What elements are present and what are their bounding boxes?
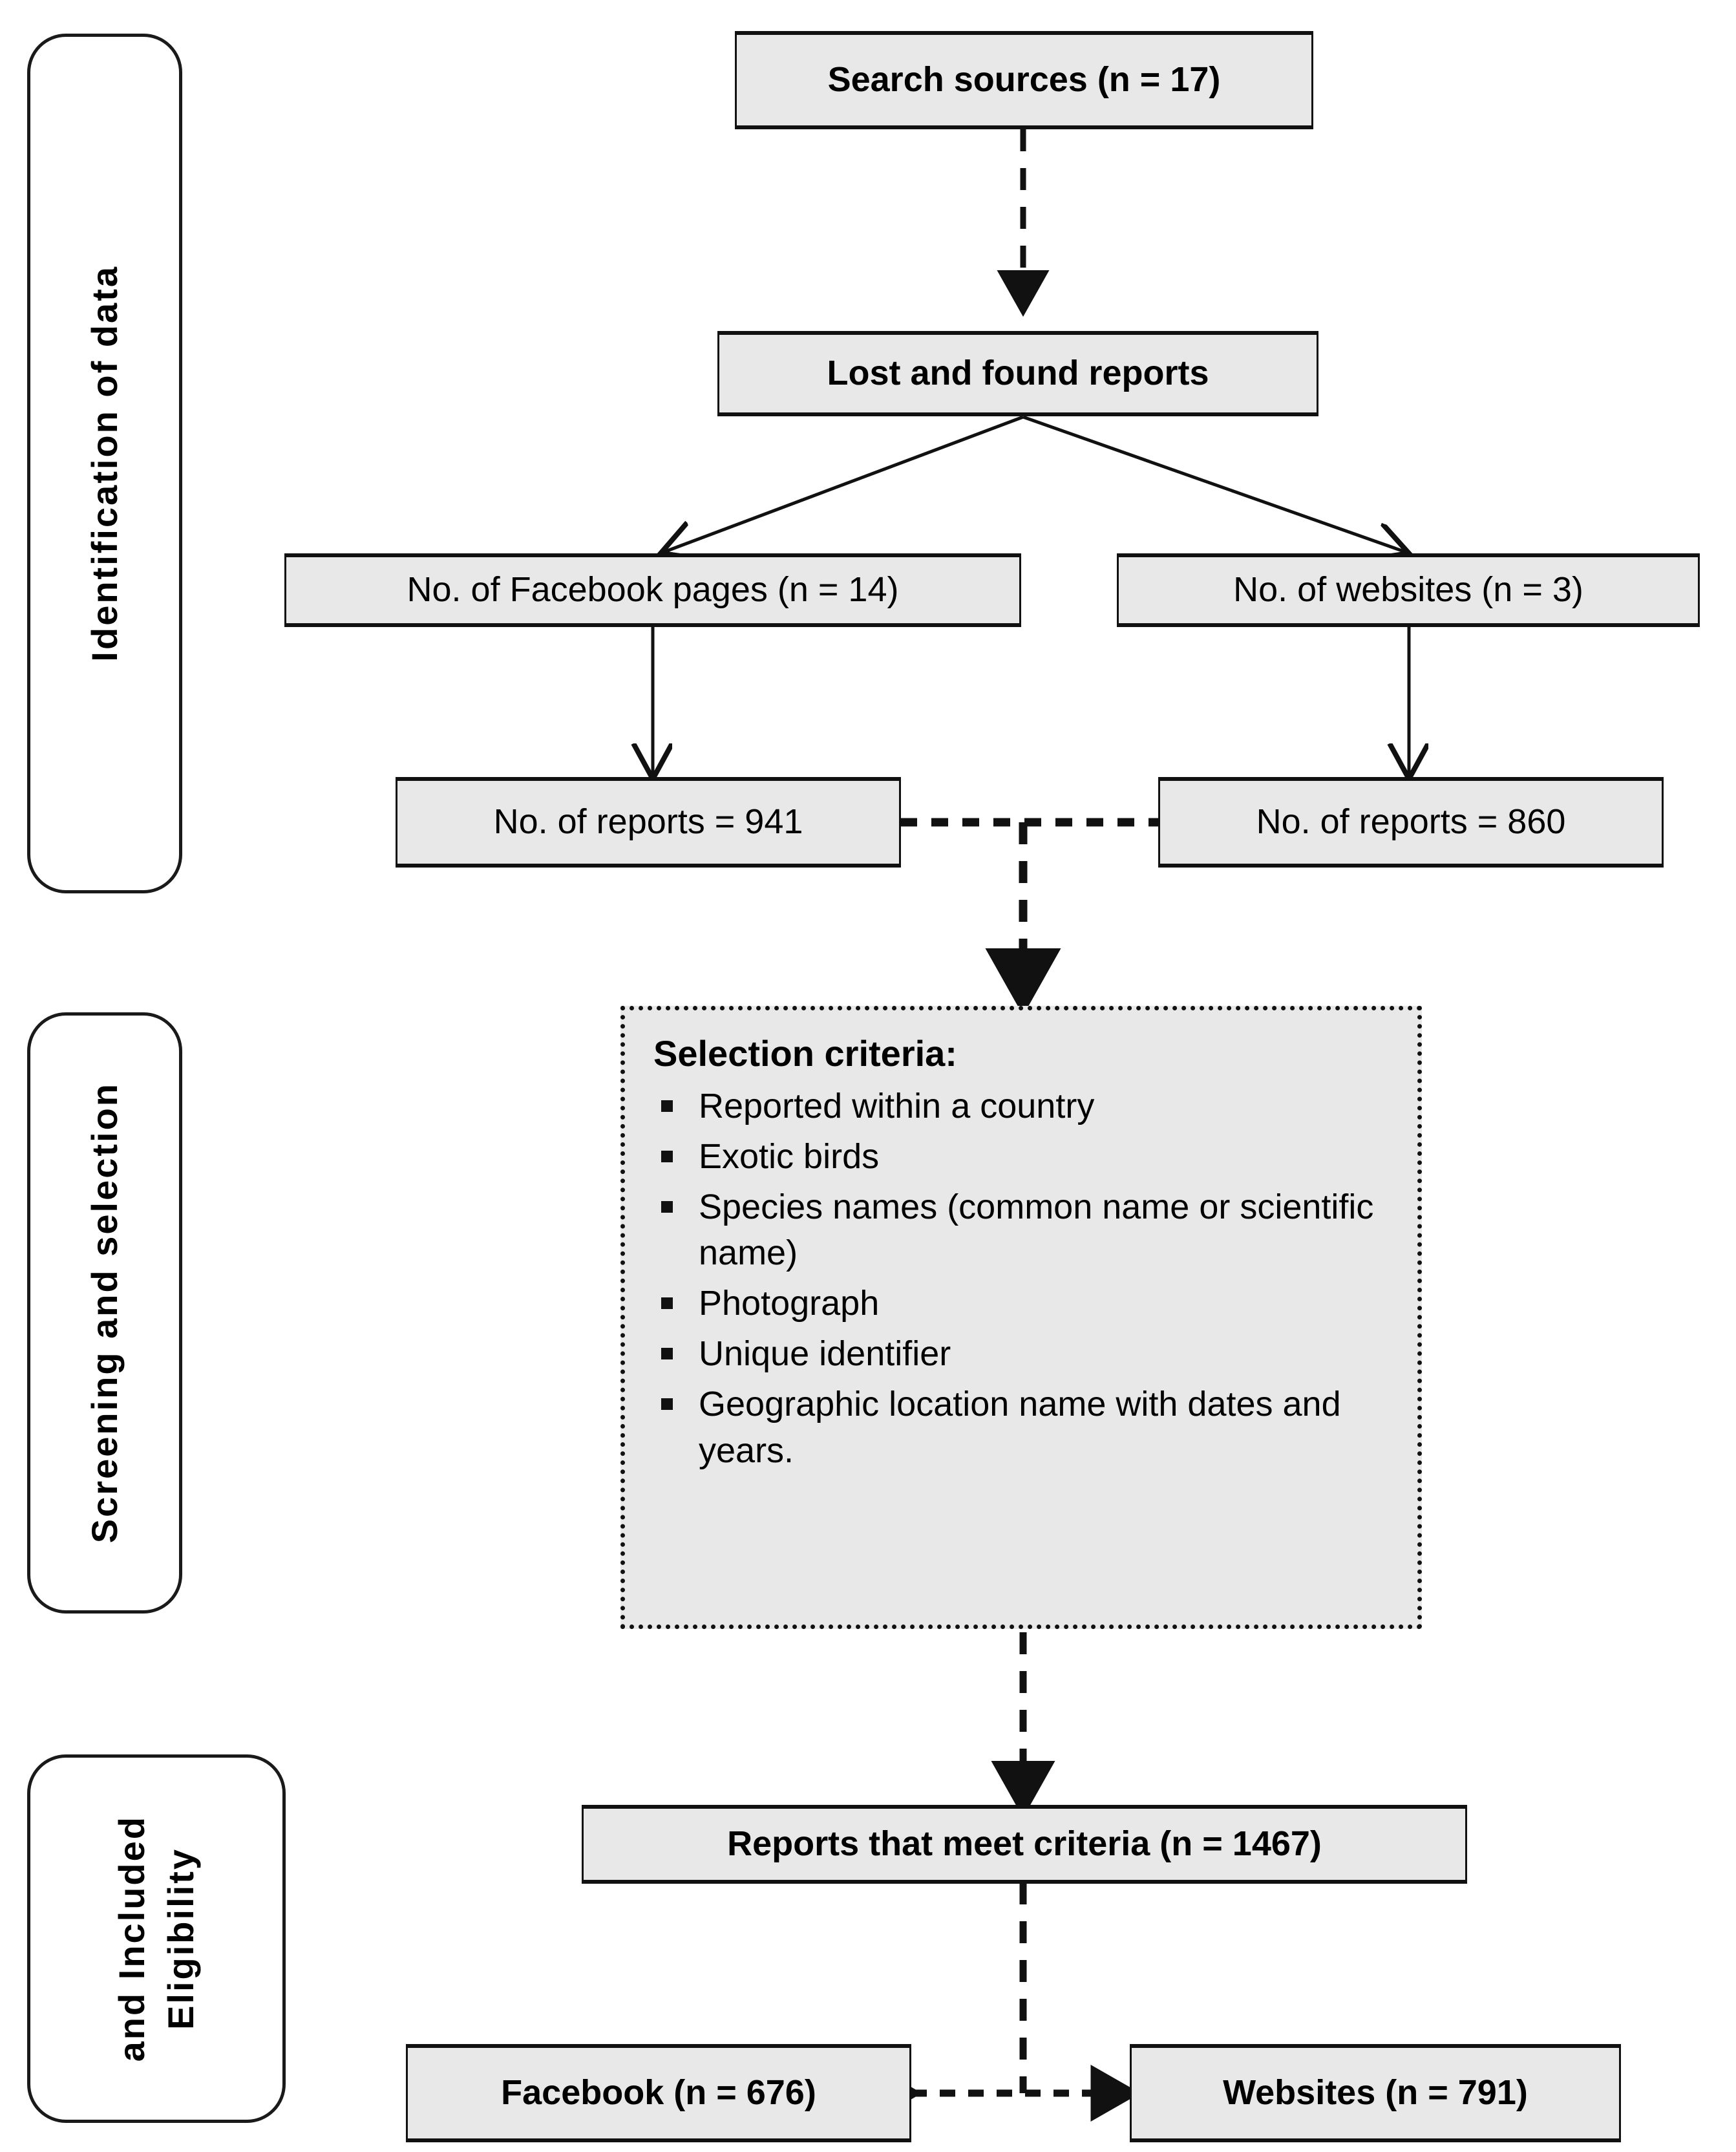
node-facebook-final-label: Facebook (n = 676) [501,2073,816,2113]
node-reports-meet-criteria-label: Reports that meet criteria (n = 1467) [727,1824,1322,1864]
node-search-sources-label: Search sources (n = 17) [827,60,1221,100]
node-lost-and-found-reports-label: Lost and found reports [827,354,1209,393]
node-reports-websites-label: No. of reports = 860 [1256,802,1566,842]
selection-criteria-title: Selection criteria: [653,1033,957,1074]
criteria-item-label: Photograph [699,1284,880,1323]
criteria-item-label: Unique identifier [699,1334,951,1374]
criteria-item: Species names (common name or scientific… [653,1184,1392,1277]
criteria-item-label: Reported within a country [699,1087,1095,1125]
criteria-item: Unique identifier [653,1331,1392,1378]
stage-eligibility-labels: Eligibility and Included [111,1815,202,2061]
node-websites-final-label: Websites (n = 791) [1223,2073,1528,2113]
square-bullet-icon [661,1200,673,1213]
node-reports-websites[interactable]: No. of reports = 860 [1158,777,1664,868]
node-websites-count-label: No. of websites (n = 3) [1233,570,1583,610]
stage-eligibility-label-line2: and Included [111,1815,152,2062]
node-reports-facebook-label: No. of reports = 941 [493,802,803,842]
criteria-item: Geographic location name with dates and … [653,1381,1392,1475]
node-search-sources[interactable]: Search sources (n = 17) [735,31,1313,129]
square-bullet-icon [661,1150,673,1162]
criteria-item: Photograph [653,1281,1392,1327]
stage-eligibility: Eligibility and Included [27,1754,286,2123]
stage-identification: Identification of data [27,34,182,893]
edge-lostfound-to-facebookpages [664,415,1024,552]
square-bullet-icon [661,1398,673,1410]
square-bullet-icon [661,1348,673,1360]
node-lost-and-found-reports[interactable]: Lost and found reports [717,331,1318,416]
node-reports-facebook[interactable]: No. of reports = 941 [396,777,901,868]
stage-eligibility-label-line1: Eligibility [160,1848,201,2030]
criteria-item: Reported within a country [653,1083,1392,1130]
criteria-item: Exotic birds [653,1134,1392,1180]
node-facebook-pages-label: No. of Facebook pages (n = 14) [407,570,899,610]
criteria-item-label: Exotic birds [699,1136,880,1176]
square-bullet-icon [661,1297,673,1310]
node-selection-criteria[interactable]: Selection criteria: Reported within a co… [620,1006,1422,1629]
node-facebook-pages[interactable]: No. of Facebook pages (n = 14) [284,553,1021,627]
node-reports-meet-criteria[interactable]: Reports that meet criteria (n = 1467) [582,1805,1467,1884]
criteria-item-label: Geographic location name with dates and … [699,1384,1341,1470]
node-websites-count[interactable]: No. of websites (n = 3) [1117,553,1700,627]
stage-identification-label: Identification of data [83,265,125,662]
criteria-item-label: Species names (common name or scientific… [699,1187,1374,1273]
stage-screening: Screening and selection [27,1012,182,1614]
node-facebook-final[interactable]: Facebook (n = 676) [406,2044,911,2142]
node-websites-final[interactable]: Websites (n = 791) [1130,2044,1621,2142]
selection-criteria-list: Reported within a country Exotic birds S… [653,1083,1392,1475]
stage-screening-label: Screening and selection [83,1082,125,1544]
edge-lostfound-to-websites [1022,415,1406,552]
square-bullet-icon [661,1100,673,1112]
